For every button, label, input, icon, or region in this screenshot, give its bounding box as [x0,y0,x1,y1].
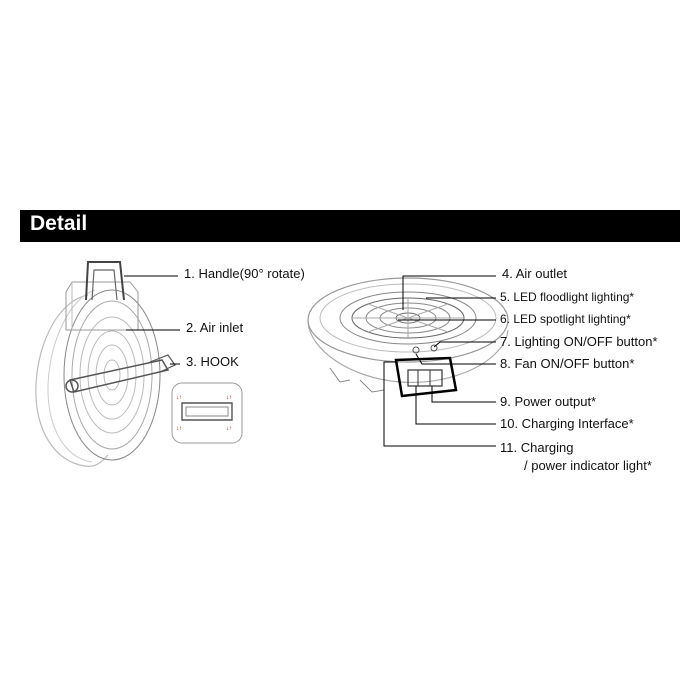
label-charging-indicator-line1: 11. Charging [500,440,574,455]
svg-text:↓↑: ↓↑ [226,426,232,432]
svg-text:↓↑: ↓↑ [176,395,182,401]
hook-detail-inset: ↓↑ ↓↑ ↓↑ ↓↑ [171,382,243,444]
label-power-output: 9. Power output* [500,394,597,409]
label-lighting-button: 7. Lighting ON/OFF button* [500,334,658,349]
svg-text:↓↑: ↓↑ [176,426,182,432]
right-leader-lines [383,275,496,447]
side-view-fan [35,261,176,467]
label-charging-indicator-line2: / power indicator light* [524,458,652,473]
detail-title: Detail [30,212,88,235]
label-handle: 1. Handle(90° rotate) [184,266,305,281]
label-led-spotlight: 6. LED spotlight lighting* [500,312,631,326]
svg-text:↓↑: ↓↑ [226,395,232,401]
detail-header-bar: Detail [20,210,680,242]
label-air-inlet: 2. Air inlet [186,320,244,335]
label-air-outlet: 4. Air outlet [502,266,568,281]
top-view-fan [307,277,509,398]
label-hook: 3. HOOK [186,354,239,369]
label-charging-interface: 10. Charging Interface* [500,416,634,431]
label-fan-button: 8. Fan ON/OFF button* [500,356,635,371]
left-leader-lines [124,275,180,365]
label-led-floodlight: 5. LED floodlight lighting* [500,290,635,304]
